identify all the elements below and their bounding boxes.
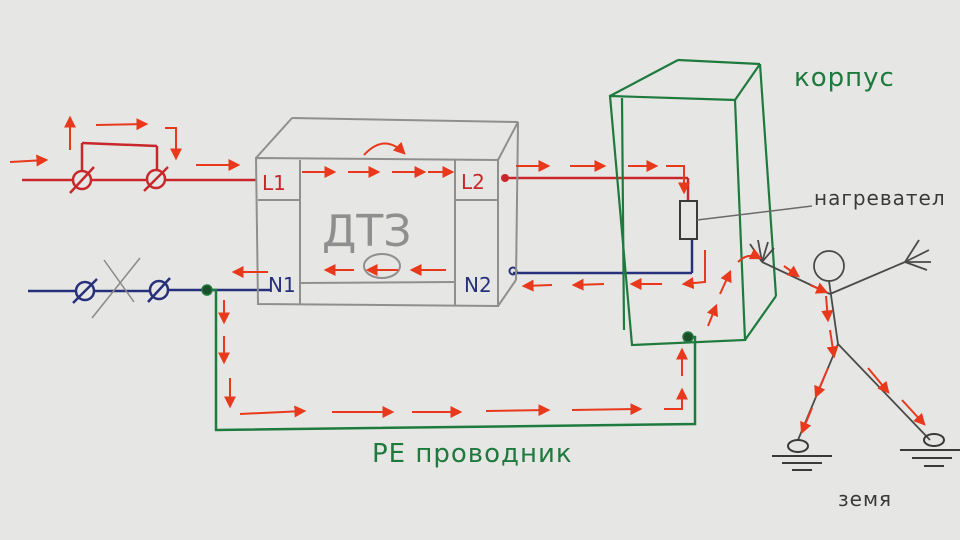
arrow-top bbox=[95, 118, 149, 131]
arrow-sensing-loop bbox=[363, 141, 406, 156]
pe-conductor-wire bbox=[207, 288, 697, 432]
neutral-terminal-2 bbox=[148, 279, 170, 301]
arrow-return-2 bbox=[571, 278, 605, 291]
neutral-terminal-1 bbox=[74, 280, 96, 302]
arrow-left-leg-2 bbox=[800, 407, 813, 435]
earth-ground-right bbox=[900, 433, 960, 467]
arrow-pe-up-1 bbox=[664, 387, 688, 410]
arrow-left-leg-1 bbox=[814, 367, 829, 399]
arrow-fault-1 bbox=[706, 303, 719, 327]
arrow-down bbox=[165, 127, 182, 161]
arrow-to-heater bbox=[666, 165, 690, 195]
terminal-l2-label: L2 bbox=[461, 170, 485, 194]
arrow-right-leg-2 bbox=[901, 399, 926, 426]
arrow-fault-2 bbox=[719, 269, 732, 295]
enclosure-label: корпус bbox=[794, 63, 895, 93]
arrow-pe-4 bbox=[485, 404, 551, 417]
rcd-device-box bbox=[254, 117, 519, 308]
enclosure-box bbox=[608, 58, 778, 347]
device-label: ДТЗ bbox=[322, 206, 411, 257]
arrow-body-1 bbox=[809, 282, 829, 294]
arrow-return-3 bbox=[521, 279, 553, 292]
neutral-wire bbox=[28, 238, 694, 293]
heater-element bbox=[679, 200, 813, 240]
phase-switch bbox=[69, 141, 169, 194]
l2-terminal-dot bbox=[501, 174, 509, 182]
enclosure-pe-dot bbox=[682, 331, 694, 343]
arrow-pe-5 bbox=[571, 403, 643, 416]
arrow-pe-1 bbox=[239, 405, 307, 418]
terminal-n1-label: N1 bbox=[268, 273, 296, 297]
arrow-heater-return bbox=[681, 250, 706, 290]
arrow-touch-enclosure bbox=[737, 248, 763, 263]
person-figure bbox=[749, 239, 931, 441]
heater-label: нагревател bbox=[814, 186, 946, 210]
earth-label: земя bbox=[838, 487, 892, 511]
cross-out-mark bbox=[91, 257, 141, 319]
terminal-n2-label: N2 bbox=[464, 273, 492, 297]
earth-ground-left bbox=[772, 439, 832, 471]
person-head bbox=[813, 250, 845, 282]
arrow-to-body bbox=[783, 265, 800, 278]
terminal-l1-label: L1 bbox=[262, 171, 286, 195]
pe-conductor-label: PE проводник bbox=[372, 439, 573, 469]
pe-junction-dot bbox=[201, 284, 213, 296]
arrow-right-leg-1 bbox=[867, 367, 890, 394]
neutral-terminals bbox=[72, 277, 171, 304]
arrow-input-1 bbox=[9, 154, 49, 167]
arrow-body-2 bbox=[821, 295, 834, 323]
arrow-body-3 bbox=[826, 329, 839, 359]
phase-wire bbox=[22, 176, 690, 200]
current-flow-arrows bbox=[9, 115, 926, 435]
